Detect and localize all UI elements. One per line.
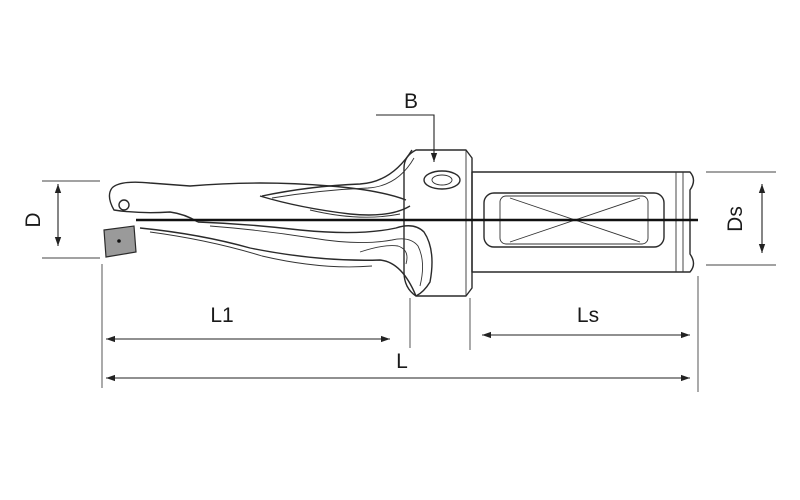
label-L: L [396,350,408,373]
insert [103,225,137,258]
shank [471,171,695,273]
drill-body [108,149,433,297]
extension-lines [42,171,776,392]
label-B: B [404,90,418,113]
label-Ds: Ds [724,206,747,232]
label-L1: L1 [210,304,233,327]
label-Ls: Ls [577,304,599,327]
label-D: D [22,212,45,227]
dimension-lines [54,114,766,382]
flange [403,149,473,297]
dim-B-leader [376,114,438,162]
dimension-labels: B D Ds L1 Ls L [22,90,747,373]
